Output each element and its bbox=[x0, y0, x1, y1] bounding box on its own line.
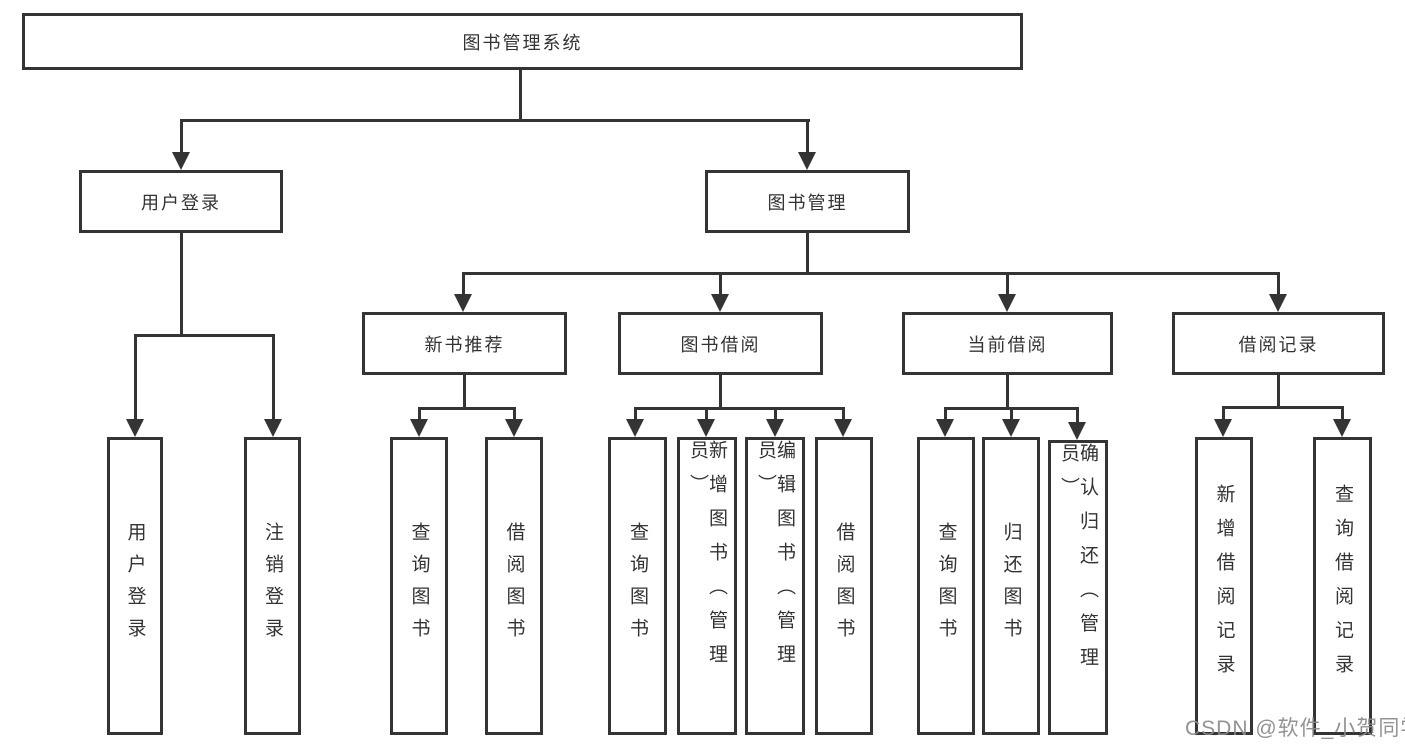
arrow-down-icon bbox=[1002, 419, 1020, 437]
connector-root-stub bbox=[519, 70, 522, 121]
arrow-down-icon bbox=[1269, 294, 1287, 312]
connector-shaft bbox=[634, 407, 637, 422]
arrow-down-icon bbox=[454, 294, 472, 312]
node-new-book-recommend-label: 新书推荐 bbox=[424, 334, 505, 355]
connector-shaft bbox=[418, 407, 421, 422]
arrow-down-icon bbox=[697, 419, 715, 437]
node-book-borrow-label: 图书借阅 bbox=[680, 334, 761, 355]
leaf-confirm-return-admin-label: 确认归还（管理员） bbox=[1058, 443, 1098, 681]
connector-current-borrow-stub bbox=[1006, 375, 1009, 409]
arrow-down-icon bbox=[172, 152, 190, 170]
arrow-down-icon bbox=[126, 419, 144, 437]
leaf-query-books-recommend: 查询图书 bbox=[390, 437, 448, 735]
leaf-query-borrow-record-label: 查询借阅记录 bbox=[1332, 484, 1353, 688]
connector-shaft bbox=[842, 407, 845, 422]
arrow-down-icon bbox=[936, 419, 954, 437]
leaf-borrow-books-borrow: 借阅图书 bbox=[815, 437, 873, 735]
leaf-query-books-current-label: 查询图书 bbox=[935, 522, 957, 650]
leaf-add-book-admin: 新增图书（管理员） bbox=[677, 437, 737, 735]
arrow-down-icon bbox=[711, 294, 729, 312]
connector-shaft bbox=[1277, 272, 1280, 297]
connector-shaft bbox=[806, 119, 809, 157]
leaf-query-books-borrow-label: 查询图书 bbox=[627, 522, 648, 650]
connector-borrow-records-stub bbox=[1277, 375, 1280, 408]
node-current-borrow: 当前借阅 bbox=[902, 312, 1113, 375]
connector-borrow-records-rail bbox=[1222, 406, 1344, 409]
node-current-borrow-label: 当前借阅 bbox=[967, 334, 1048, 355]
connector-shaft bbox=[944, 407, 947, 422]
connector-book-management-stub bbox=[806, 233, 809, 275]
node-root-label: 图书管理系统 bbox=[462, 32, 583, 53]
leaf-add-borrow-record: 新增借阅记录 bbox=[1195, 437, 1253, 735]
node-user-login: 用户登录 bbox=[79, 170, 283, 233]
connector-shaft bbox=[1076, 407, 1079, 424]
node-book-management: 图书管理 bbox=[705, 170, 910, 233]
arrow-down-icon bbox=[798, 152, 816, 170]
connector-shaft bbox=[180, 119, 183, 157]
leaf-return-books: 归还图书 bbox=[982, 437, 1040, 735]
connector-shaft bbox=[719, 272, 722, 297]
leaf-query-books-borrow: 查询图书 bbox=[608, 437, 667, 735]
leaf-query-borrow-record: 查询借阅记录 bbox=[1313, 437, 1372, 735]
arrow-down-icon bbox=[1333, 419, 1351, 437]
leaf-user-login: 用户登录 bbox=[107, 437, 163, 735]
arrow-down-icon bbox=[1068, 422, 1086, 440]
arrow-down-icon bbox=[410, 419, 428, 437]
leaf-query-books-current: 查询图书 bbox=[917, 437, 975, 735]
leaf-logout-label: 注销登录 bbox=[262, 522, 283, 650]
connector-user-login-stub bbox=[180, 233, 183, 337]
leaf-borrow-books-borrow-label: 借阅图书 bbox=[833, 522, 855, 650]
arrow-down-icon bbox=[1214, 419, 1232, 437]
connector-new-book-stub bbox=[463, 375, 466, 409]
leaf-return-books-label: 归还图书 bbox=[1000, 522, 1022, 650]
node-borrow-records: 借阅记录 bbox=[1172, 312, 1385, 375]
arrow-down-icon bbox=[998, 294, 1016, 312]
arrow-down-icon bbox=[834, 419, 852, 437]
connector-new-book-rail bbox=[418, 407, 516, 410]
connector-shaft bbox=[513, 407, 516, 422]
connector-shaft bbox=[1341, 406, 1344, 422]
connector-shaft bbox=[1010, 407, 1013, 422]
node-user-login-label: 用户登录 bbox=[141, 192, 221, 213]
connector-shaft bbox=[774, 407, 777, 422]
leaf-edit-book-admin-label: 编辑图书（管理员） bbox=[755, 440, 795, 678]
connector-shaft bbox=[134, 334, 137, 422]
leaf-add-borrow-record-label: 新增借阅记录 bbox=[1213, 484, 1235, 688]
arrow-down-icon bbox=[505, 419, 523, 437]
connector-shaft bbox=[1222, 406, 1225, 422]
node-book-borrow: 图书借阅 bbox=[618, 312, 823, 375]
node-root: 图书管理系统 bbox=[22, 13, 1023, 70]
leaf-confirm-return-admin: 确认归还（管理员） bbox=[1048, 440, 1108, 735]
connector-user-login-rail bbox=[134, 334, 275, 337]
node-borrow-records-label: 借阅记录 bbox=[1238, 334, 1319, 355]
csdn-watermark: CSDN @软件_小贺同学 bbox=[1185, 717, 1405, 740]
leaf-add-book-admin-label: 新增图书（管理员） bbox=[687, 440, 727, 678]
leaf-user-login-label: 用户登录 bbox=[124, 522, 146, 650]
arrow-down-icon bbox=[766, 419, 784, 437]
connector-shaft bbox=[1006, 272, 1009, 297]
connector-level3-rail bbox=[462, 272, 1280, 275]
leaf-borrow-books-recommend-label: 借阅图书 bbox=[503, 522, 525, 650]
leaf-logout: 注销登录 bbox=[244, 437, 301, 735]
node-new-book-recommend: 新书推荐 bbox=[362, 312, 567, 375]
leaf-query-books-recommend-label: 查询图书 bbox=[408, 522, 430, 650]
connector-book-borrow-rail bbox=[634, 407, 845, 410]
arrow-down-icon bbox=[626, 419, 644, 437]
node-book-management-label: 图书管理 bbox=[767, 192, 848, 213]
connector-shaft bbox=[272, 334, 275, 422]
connector-book-borrow-stub bbox=[719, 375, 722, 409]
connector-shaft bbox=[462, 272, 465, 297]
arrow-down-icon bbox=[264, 419, 282, 437]
connector-level2-rail bbox=[180, 119, 810, 122]
connector-shaft bbox=[705, 407, 708, 422]
leaf-edit-book-admin: 编辑图书（管理员） bbox=[745, 437, 805, 735]
leaf-borrow-books-recommend: 借阅图书 bbox=[485, 437, 543, 735]
